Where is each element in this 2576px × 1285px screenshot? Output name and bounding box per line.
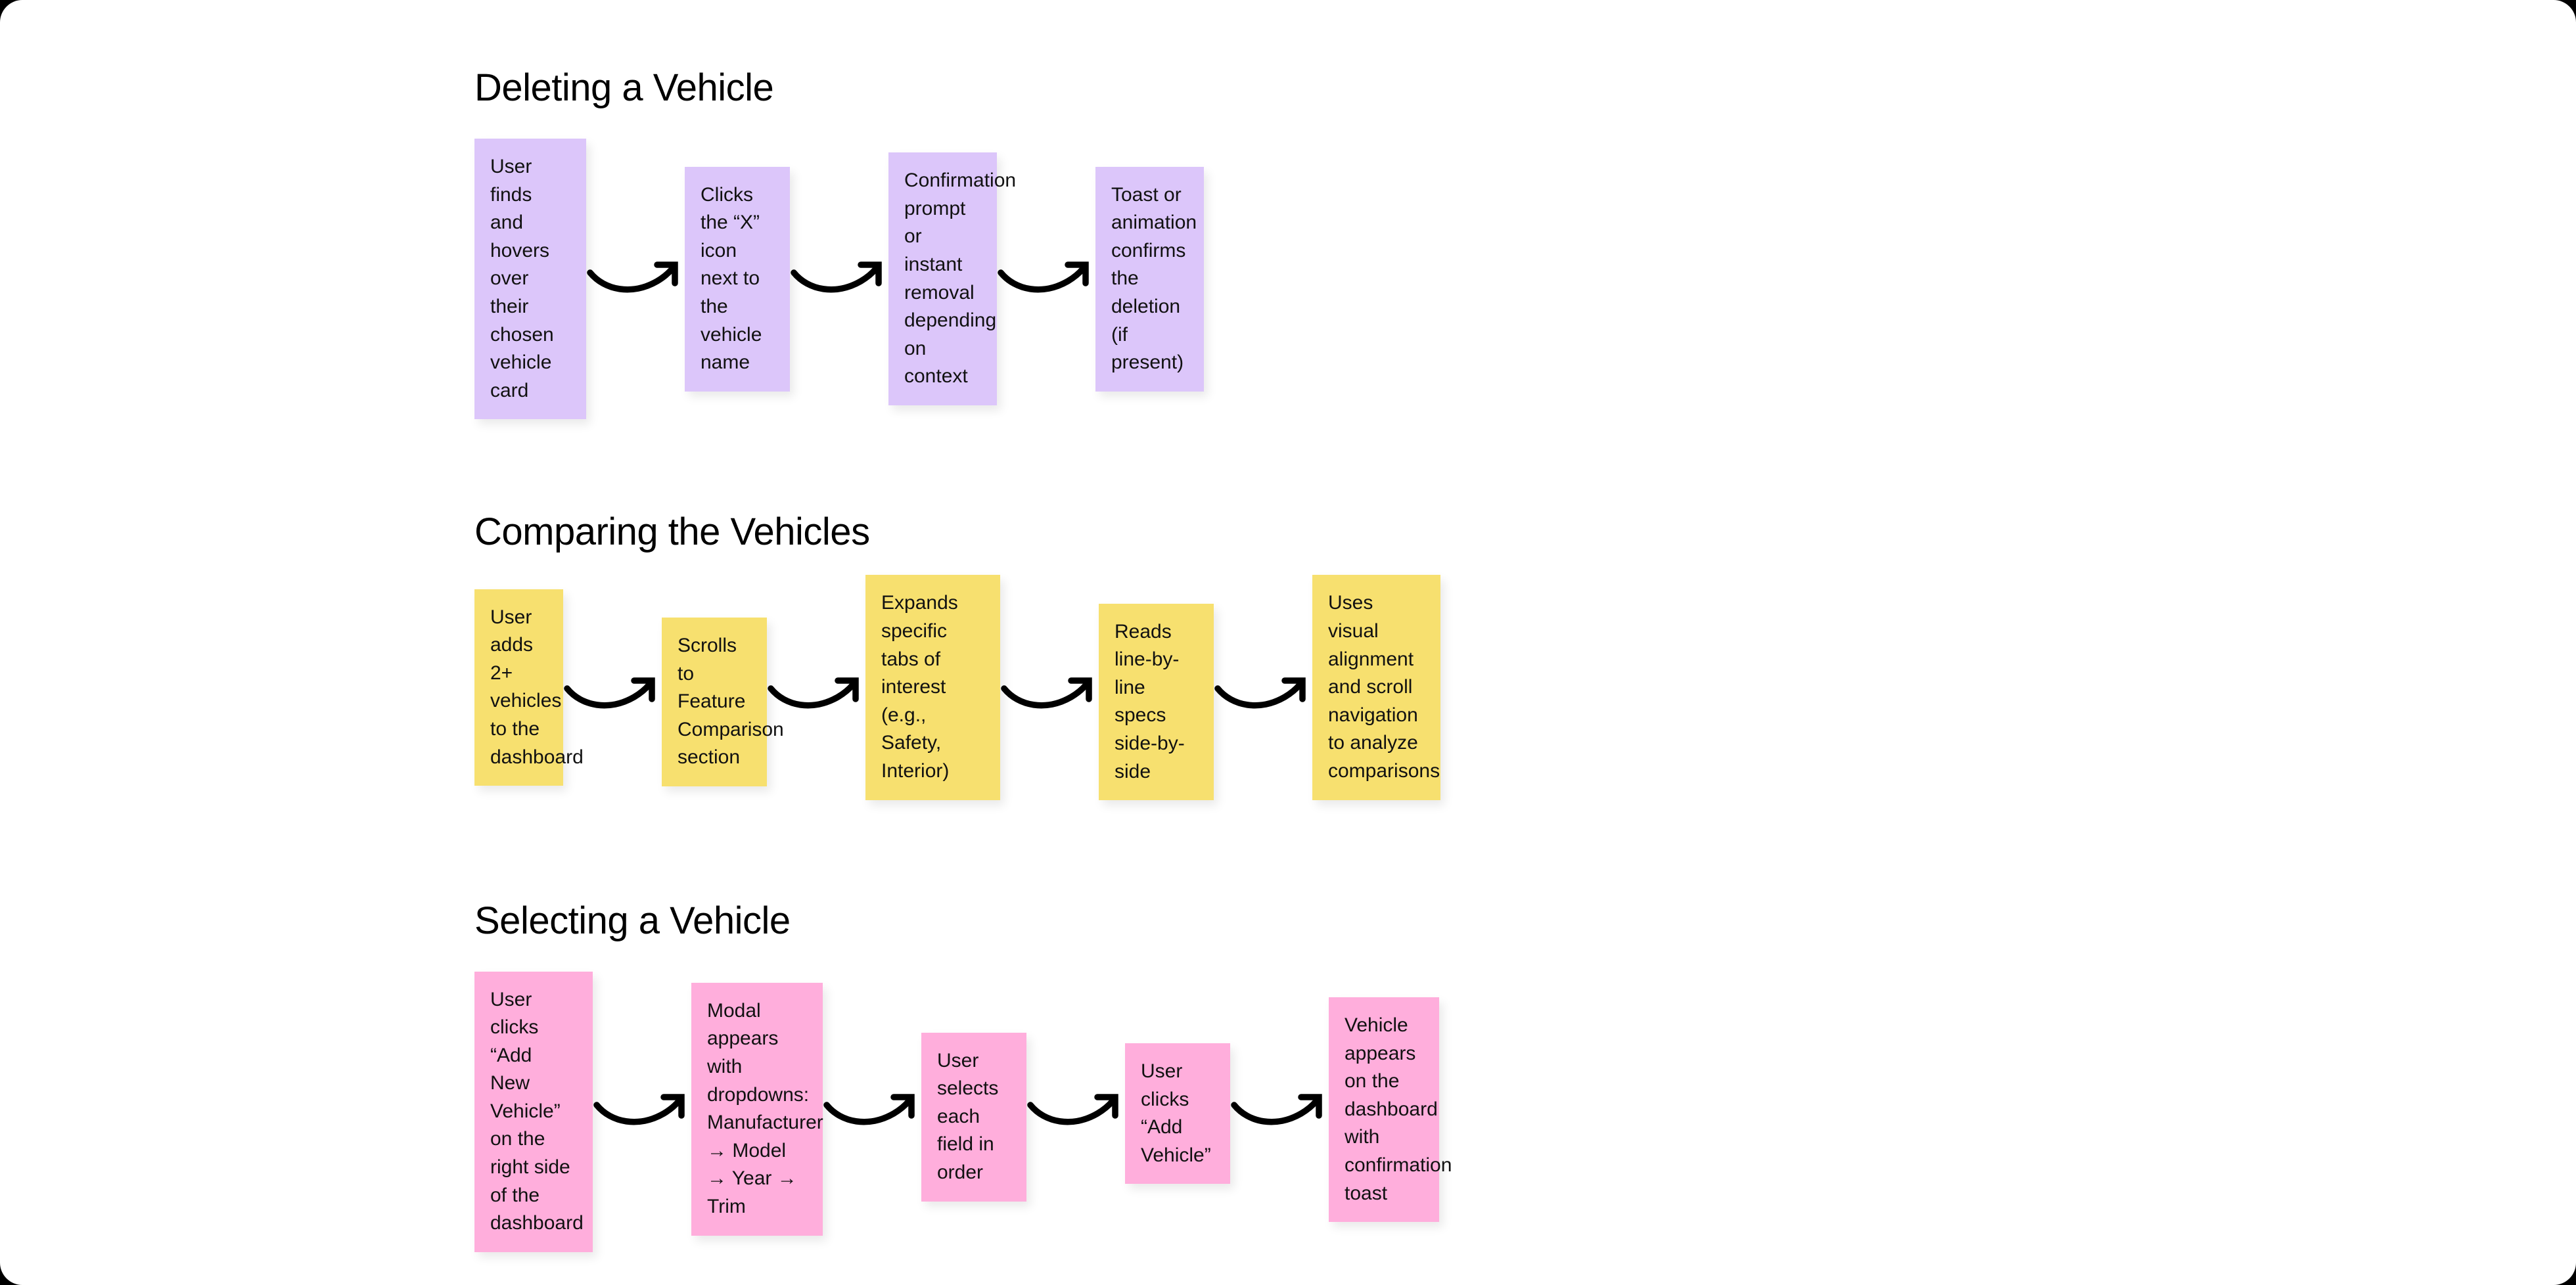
step-card[interactable]: Toast or animation confirms the deletion…	[1095, 166, 1204, 392]
step-card-text: Uses visual alignment and scroll navigat…	[1328, 592, 1440, 782]
step-card-text: Toast or animation confirms the deletion…	[1111, 183, 1197, 374]
step-card-text: Clicks the “X” icon next to the vehicle …	[701, 183, 762, 374]
curved-arrow-icon	[1026, 1083, 1125, 1140]
step-card[interactable]: User finds and hovers over their chosen …	[474, 139, 586, 420]
section-title: Comparing the Vehicles	[474, 510, 870, 554]
step-card[interactable]: Vehicle appears on the dashboard with co…	[1329, 997, 1452, 1223]
step-card[interactable]: Modal appears with dropdowns: Manufactur…	[691, 982, 823, 1236]
step-card-text: User adds 2+ vehicles to the dashboard	[490, 606, 584, 768]
step-card[interactable]: User selects each field in order	[921, 1032, 1026, 1202]
step-card[interactable]: Scrolls to Feature Comparison section	[662, 617, 784, 786]
curved-arrow-icon	[790, 251, 888, 307]
step-card-text: Scrolls to Feature Comparison section	[678, 634, 784, 769]
step-card-text: User finds and hovers over their chosen …	[490, 156, 554, 401]
curved-arrow-icon	[997, 251, 1095, 307]
section-title: Selecting a Vehicle	[474, 899, 791, 942]
step-row: User adds 2+ vehicles to the dashboard S…	[474, 575, 2446, 807]
step-card[interactable]: Reads line-by-line specs side-by-side	[1099, 603, 1214, 801]
step-row: User clicks “Add New Vehicle” on the rig…	[474, 971, 2446, 1252]
curved-arrow-icon	[586, 251, 685, 307]
step-card-text: User clicks “Add New Vehicle” on the rig…	[490, 988, 584, 1234]
curved-arrow-icon	[767, 667, 865, 723]
curved-arrow-icon	[563, 667, 662, 723]
step-card[interactable]: Clicks the “X” icon next to the vehicle …	[685, 166, 790, 392]
curved-arrow-icon	[1214, 667, 1312, 723]
step-card-text: Vehicle appears on the dashboard with co…	[1345, 1014, 1452, 1204]
step-row: User finds and hovers over their chosen …	[474, 139, 2446, 420]
step-card[interactable]: Confirmation prompt or instant removal d…	[888, 152, 1017, 406]
step-card-text: User clicks “Add Vehicle”	[1141, 1060, 1211, 1166]
curved-arrow-icon	[1000, 667, 1099, 723]
step-card[interactable]: User clicks “Add Vehicle”	[1125, 1043, 1230, 1184]
step-card[interactable]: Uses visual alignment and scroll navigat…	[1312, 575, 1440, 800]
curved-arrow-icon	[1230, 1083, 1329, 1140]
curved-arrow-icon	[823, 1083, 921, 1140]
step-card[interactable]: User clicks “Add New Vehicle” on the rig…	[474, 971, 593, 1252]
section-title: Deleting a Vehicle	[474, 66, 774, 109]
curved-arrow-icon	[593, 1083, 691, 1140]
step-card-text: Confirmation prompt or instant removal d…	[904, 169, 1017, 388]
step-card[interactable]: Expands specific tabs of interest (e.g.,…	[865, 575, 1000, 800]
step-card-text: Modal appears with dropdowns: Manufactur…	[707, 999, 823, 1217]
step-card-text: Reads line-by-line specs side-by-side	[1115, 620, 1185, 782]
step-card[interactable]: User adds 2+ vehicles to the dashboard	[474, 589, 584, 786]
step-card-text: User selects each field in order	[937, 1049, 999, 1184]
step-card-text: Expands specific tabs of interest (e.g.,…	[881, 592, 958, 782]
